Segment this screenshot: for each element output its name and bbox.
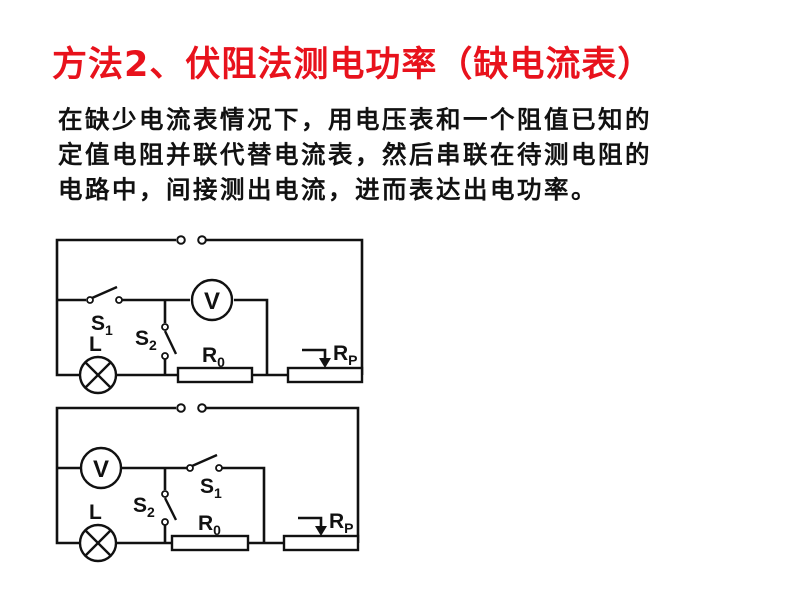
bottom-lamp-label: L [89, 501, 102, 524]
bottom-voltmeter: V [79, 446, 123, 490]
top-s1-label: S1 [91, 312, 113, 338]
circuit-bottom: V L S2 S1 R0 RP [55, 403, 360, 563]
bottom-voltmeter-label: V [93, 456, 109, 483]
top-resistor-r0 [176, 366, 254, 384]
bottom-wire-outer [55, 406, 360, 545]
top-lamp-label: L [89, 333, 102, 356]
bottom-rp-label: RP [329, 510, 354, 536]
bottom-r0-label: R0 [198, 512, 221, 538]
bottom-wire-branch [57, 466, 266, 543]
top-switch-s1 [86, 285, 123, 304]
description-line-2: 定值电阻并联代替电流表，然后串联在待测电阻的 [58, 140, 652, 169]
bottom-switch-s1 [186, 453, 223, 472]
description-line-1: 在缺少电流表情况下，用电压表和一个阻值已知的 [58, 105, 652, 134]
top-switch-s2 [161, 323, 178, 360]
bottom-s1-label: S1 [200, 475, 222, 501]
top-voltmeter-label: V [204, 288, 220, 315]
bottom-lamp [78, 523, 118, 563]
slide-title: 方法2、伏阻法测电功率（缺电流表） [52, 45, 654, 85]
top-voltmeter: V [190, 278, 234, 322]
top-wire-branch [57, 298, 269, 375]
bottom-switch-s2 [161, 490, 178, 526]
bottom-s2-label: S2 [133, 494, 155, 520]
top-power-terminals [176, 235, 207, 245]
bottom-rheostat-rp [282, 516, 360, 552]
description-paragraph: 在缺少电流表情况下，用电压表和一个阻值已知的 定值电阻并联代替电流表，然后串联在… [58, 102, 758, 207]
description-line-3: 电路中，间接测出电流，进而表达出电功率。 [58, 175, 598, 204]
top-wire-outer [55, 238, 364, 377]
bottom-resistor-r0 [170, 534, 250, 552]
top-r0-label: R0 [202, 344, 225, 370]
top-s2-label: S2 [135, 327, 157, 353]
top-lamp [78, 355, 118, 395]
top-rheostat-rp [286, 348, 364, 384]
circuit-top: V S1 L S2 R0 RP [55, 235, 364, 395]
bottom-power-terminals [176, 403, 207, 413]
top-rp-label: RP [333, 342, 358, 368]
